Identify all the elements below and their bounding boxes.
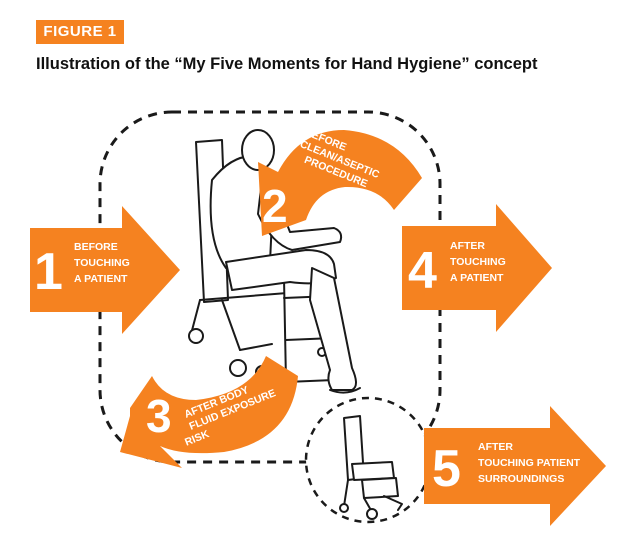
moment-3-arrow [120, 356, 298, 468]
moment-1-label: BEFORE TOUCHING A PATIENT [74, 241, 133, 285]
moment-3-number: 3 [146, 390, 172, 442]
moment-4-label: AFTER TOUCHING A PATIENT [450, 240, 509, 284]
moment-5-arrow [424, 406, 606, 526]
moment-4-number: 4 [408, 242, 437, 300]
moment-5-number: 5 [432, 440, 461, 498]
moment-2-number: 2 [262, 180, 288, 232]
figure-title: Illustration of the “My Five Moments for… [36, 55, 538, 73]
moment-1-number: 1 [34, 243, 63, 301]
moment-4-arrow [402, 204, 552, 332]
figure-tag: FIGURE 1 [36, 20, 124, 44]
empty-chair-icon [339, 415, 403, 520]
moment-2-arrow [258, 130, 422, 236]
patient-zone-boundary [98, 110, 442, 464]
moment-1-arrow [30, 206, 180, 334]
moment-5-label: AFTER TOUCHING PATIENT SURROUNDINGS [478, 441, 583, 485]
